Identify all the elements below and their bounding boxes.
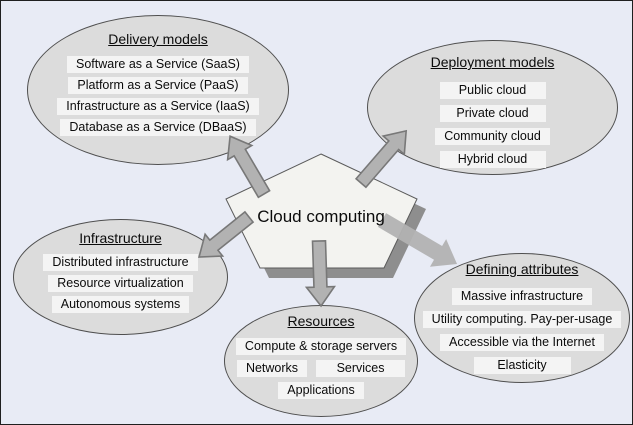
group-title-infrastructure: Infrastructure	[79, 230, 162, 246]
cloud-computing-pentagon	[225, 153, 418, 269]
list-item-autonomous-systems: Autonomous systems	[51, 296, 190, 313]
list-item-dbaas: Database as a Service (DBaaS)	[60, 119, 256, 136]
list-item-compute-storage-servers: Compute & storage servers	[235, 338, 407, 355]
list-item-utility-computing: Utility computing. Pay-per-usage	[422, 311, 622, 328]
resources-row: Networks Services	[236, 360, 406, 377]
list-item-services: Services	[316, 360, 406, 377]
list-item-community-cloud: Community cloud	[435, 128, 550, 145]
list-item-distributed-infrastructure: Distributed infrastructure	[43, 254, 198, 271]
list-item-private-cloud: Private cloud	[439, 105, 546, 122]
list-item-hybrid-cloud: Hybrid cloud	[439, 151, 546, 168]
list-item-iaas: Infrastructure as a Service (IaaS)	[57, 98, 259, 115]
resources-group: Resources Compute & storage servers Netw…	[224, 305, 418, 417]
delivery-models-group: Delivery models Software as a Service (S…	[27, 15, 289, 165]
list-item-resource-virtualization: Resource virtualization	[48, 275, 193, 292]
deployment-models-group: Deployment models Public cloud Private c…	[367, 40, 618, 175]
cloud-computing-label: Cloud computing	[257, 207, 385, 226]
pentagon-shadow	[235, 164, 426, 278]
list-item-applications: Applications	[278, 382, 364, 399]
group-title-delivery-models: Delivery models	[108, 31, 208, 47]
list-item-public-cloud: Public cloud	[439, 82, 546, 99]
list-item-saas: Software as a Service (SaaS)	[67, 56, 249, 73]
arrow-to-defining-attributes	[377, 213, 458, 267]
list-item-networks: Networks	[236, 360, 308, 377]
infrastructure-group: Infrastructure Distributed infrastructur…	[13, 219, 228, 335]
group-title-resources: Resources	[287, 313, 355, 329]
list-item-accessible-internet: Accessible via the Internet	[440, 334, 604, 351]
group-title-defining-attributes: Defining attributes	[465, 261, 579, 277]
arrow-to-resources	[304, 239, 336, 308]
defining-attributes-group: Defining attributes Massive infrastructu…	[414, 253, 630, 383]
list-item-paas: Platform as a Service (PaaS)	[68, 77, 248, 94]
group-title-deployment-models: Deployment models	[430, 54, 555, 70]
list-item-elasticity: Elasticity	[473, 357, 571, 374]
list-item-massive-infrastructure: Massive infrastructure	[451, 288, 593, 305]
